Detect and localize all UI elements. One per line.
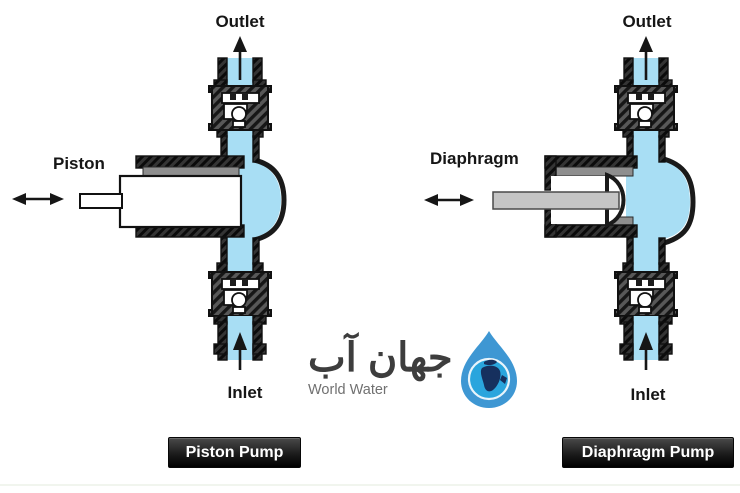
- piston-body: [118, 174, 243, 229]
- inlet-label-piston: Inlet: [227, 383, 263, 402]
- bottom-divider: [0, 484, 740, 486]
- water-drop-icon: [460, 331, 517, 408]
- outlet-label-diaphragm: Outlet: [622, 12, 672, 31]
- logo-text: جهان آب World Water: [308, 330, 453, 399]
- diaphragm-rod: [492, 191, 620, 210]
- piston-chamber-outline: [253, 157, 287, 243]
- piston-pump-caption: Piston Pump: [168, 437, 301, 468]
- diaphragm-label: Diaphragm: [430, 149, 519, 168]
- diaphragm-pump-caption: Diaphragm Pump: [562, 437, 734, 468]
- piston-rod: [79, 193, 123, 209]
- world-water-logo: جهان آب World Water: [308, 330, 518, 408]
- piston-cylinder: [79, 155, 245, 238]
- inlet-label-diaphragm: Inlet: [630, 385, 666, 404]
- outlet-label-piston: Outlet: [215, 12, 265, 31]
- piston-motion-arrow-icon: [12, 193, 64, 205]
- logo-subtitle: World Water: [308, 382, 388, 398]
- diaphragm-housing: [492, 155, 638, 238]
- piston-label: Piston: [53, 154, 105, 173]
- diaphragm-motion-arrow-icon: [424, 194, 474, 206]
- diaphragm-pump-diagram: [424, 36, 696, 370]
- diaphragm-chamber-outline: [659, 155, 696, 247]
- diaphragm-pump-chamber: [633, 128, 690, 272]
- piston-pump-diagram: [12, 36, 287, 370]
- logo-brand-farsi: جهان آب: [308, 336, 453, 380]
